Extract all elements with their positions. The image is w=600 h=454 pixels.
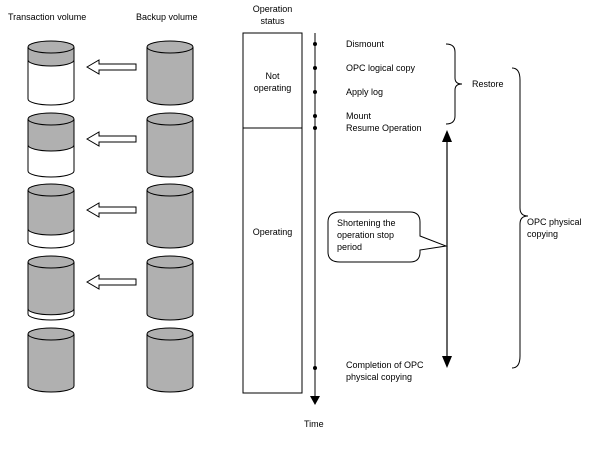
callout-line2: operation stop [337,230,395,240]
not-operating-line2: operating [253,83,292,93]
callout-line1: Shortening the [337,218,396,228]
callout-bubble [327,211,448,263]
dot-opc-logical-copy [313,66,317,70]
transaction-volume-disk [27,327,75,393]
copy-arrow [86,274,137,290]
operation-status-box [242,32,303,394]
not-operating-line1: Not [265,71,280,81]
time-axis-label: Time [304,419,324,429]
restore-label: Restore [472,79,504,89]
dot-completion [313,366,317,370]
backup-volume-disk [146,112,194,178]
dot-apply-log [313,90,317,94]
dot-dismount [313,42,317,46]
event-mount: Mount [346,111,372,121]
operation-status-header-line1: Operation [252,4,293,14]
transaction-volume-disk [27,255,75,321]
backup-volume-header: Backup volume [136,12,198,22]
event-opc-logical-copy: OPC logical copy [346,63,416,73]
transaction-volume-header: Transaction volume [8,12,87,22]
event-completion: Completion of OPC physical copying [346,359,424,383]
time-axis-arrowhead [310,396,320,405]
event-resume-operation: Resume Operation [346,123,422,133]
opc-physical-copying-line1: OPC physical [527,217,582,227]
backup-volume-disk [146,327,194,393]
opc-physical-copying-line2: copying [527,229,559,239]
operating-label: Operating [252,227,293,237]
copy-arrow [86,131,137,147]
event-completion-line2: physical copying [346,372,413,382]
backup-volume-disk [146,40,194,106]
event-completion-line1: Completion of OPC [346,360,424,370]
copy-arrow [86,202,137,218]
opc-physical-copying-label: OPC physical copying [527,216,582,240]
dot-mount [313,114,317,118]
volume-rows [27,40,194,393]
transaction-volume-disk [27,112,75,178]
backup-volume-disk [146,255,194,321]
backup-volume-disk [146,183,194,249]
dot-resume-operation [313,126,317,130]
operation-status-header-line2: status [260,16,285,26]
not-operating-label: Not operating [243,70,302,94]
callout-line3: period [337,242,363,252]
double-arrow-bottom-head [442,356,452,368]
copy-arrow [86,59,137,75]
event-dismount: Dismount [346,39,385,49]
opc-physical-brace [511,67,529,369]
transaction-volume-disk [27,183,75,249]
callout-text: Shortening the operation stop period [337,217,396,253]
event-dots [313,42,317,370]
restore-brace [445,43,463,125]
event-apply-log: Apply log [346,87,384,97]
double-arrow-top-head [442,130,452,142]
operation-status-header: Operation status [243,3,302,27]
transaction-volume-disk [27,40,75,106]
